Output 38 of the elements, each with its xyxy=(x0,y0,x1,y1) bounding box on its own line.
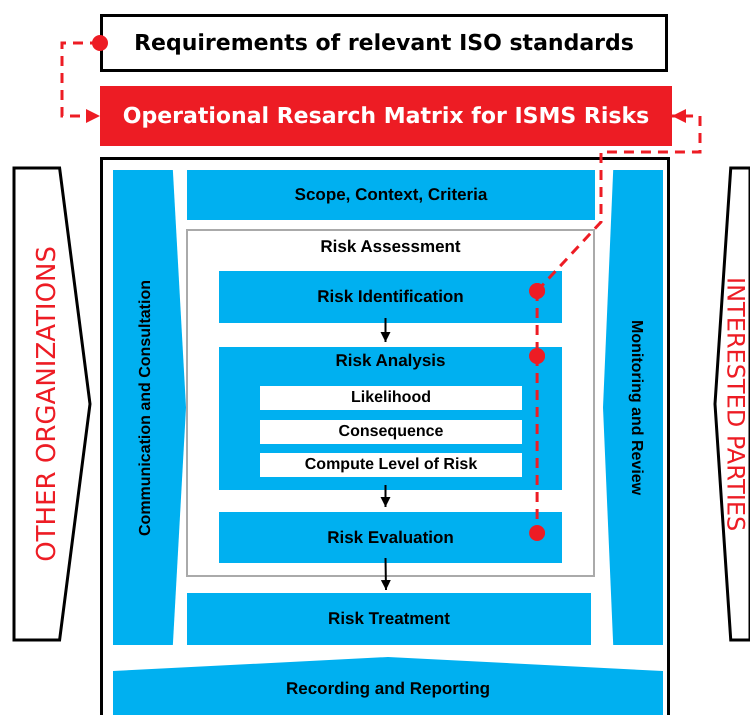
box-label: Recording and Reporting xyxy=(286,679,490,699)
box-label: Scope, Context, Criteria xyxy=(294,185,488,205)
side-arrow-band xyxy=(603,170,663,645)
process-box xyxy=(219,512,562,563)
box-label: Communication and Consultation xyxy=(136,280,154,536)
process-box xyxy=(219,347,562,490)
chevron-shape xyxy=(14,168,90,640)
arrow xyxy=(380,558,391,590)
box-label: Likelihood xyxy=(351,389,431,407)
box-label: Monitoring and Review xyxy=(627,320,645,496)
box-label: Risk Analysis xyxy=(336,351,446,371)
side-label: OTHER ORGANIZATIONS xyxy=(32,246,62,562)
side-arrow-band xyxy=(113,170,186,645)
sub-step-box xyxy=(260,453,522,477)
frame-box xyxy=(100,157,670,715)
highlight-banner xyxy=(100,86,672,146)
sub-step-box xyxy=(260,386,522,410)
box-label: Risk Evaluation xyxy=(327,528,454,548)
group-title: Risk Assessment xyxy=(320,237,461,257)
process-box xyxy=(187,593,591,645)
box-label: Consequence xyxy=(338,423,444,441)
header-box xyxy=(100,14,668,72)
bottom-band xyxy=(113,657,663,715)
box-label: Risk Identification xyxy=(317,287,464,307)
box-label: Compute Level of Risk xyxy=(304,456,478,474)
box-label: Risk Treatment xyxy=(328,609,450,629)
dashed-connector xyxy=(529,348,546,541)
chevron-shape xyxy=(715,168,750,640)
box-label: Requirements of relevant ISO standards xyxy=(134,30,634,56)
sub-step-box xyxy=(260,420,522,444)
side-label: INTERESTED PARTIES xyxy=(722,276,750,532)
banner-title: Operational Resarch Matrix for ISMS Risks xyxy=(122,104,650,128)
arrow xyxy=(380,485,390,507)
arrow xyxy=(380,318,390,342)
process-box xyxy=(219,271,562,323)
process-box xyxy=(187,170,595,220)
dashed-connector xyxy=(60,35,108,123)
group-box xyxy=(186,229,595,577)
